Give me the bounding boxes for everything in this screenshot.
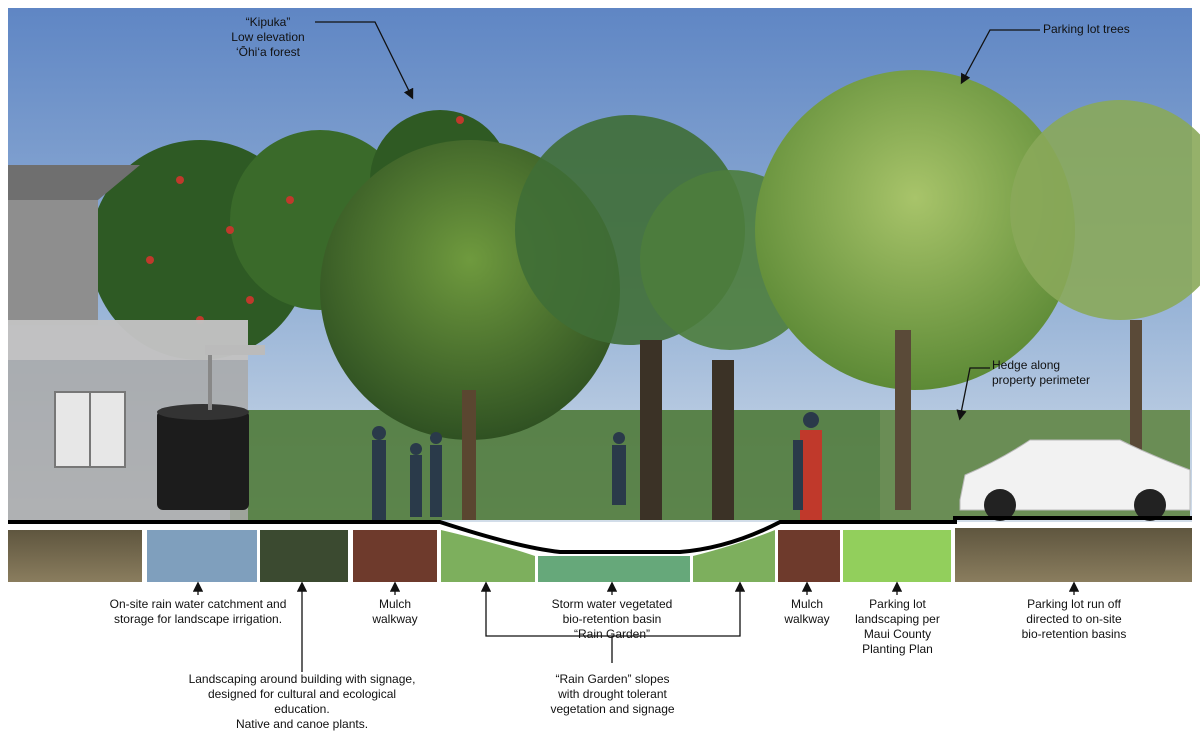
leader-lines: [192, 21, 1080, 672]
label-runoff: Parking lot run off directed to on-site …: [1021, 597, 1127, 641]
label-rain-catchment: On-site rain water catchment and storage…: [109, 597, 287, 626]
label-kipuka: “Kipuka” Low elevation ‘Ōhi‘a forest: [231, 15, 305, 59]
zone-building-landscape: [260, 530, 348, 582]
label-hedge: Hedge along property perimeter: [992, 358, 1091, 387]
soil-strip: [8, 528, 1192, 582]
rain-water-tank: [157, 345, 265, 510]
label-mulch-walkway-left: Mulch walkway: [372, 597, 418, 626]
label-parking-landscaping: Parking lot landscaping per Maui County …: [855, 597, 940, 656]
zone-slope-right: [693, 530, 775, 582]
zone-blocks: [147, 530, 951, 582]
rendering-photo: [8, 8, 1200, 522]
zone-basin: [538, 556, 690, 582]
parking-lot-trees: [755, 70, 1200, 510]
zone-slope-left: [441, 530, 535, 582]
label-storm-basin: Storm water vegetated bio-retention basi…: [551, 597, 673, 641]
zone-parking-landscape: [843, 530, 951, 582]
ground-section-line: [8, 516, 1192, 554]
zone-mulch-left: [353, 530, 437, 582]
label-rain-garden-slopes: “Rain Garden” slopes with drought tolera…: [550, 672, 675, 716]
people: [372, 412, 822, 520]
zone-rain-catchment: [147, 530, 257, 582]
parked-car: [959, 439, 1191, 521]
label-mulch-walkway-right: Mulch walkway: [784, 597, 830, 626]
label-parking-lot-trees: Parking lot trees: [1043, 22, 1130, 36]
zone-mulch-right: [778, 530, 840, 582]
label-landscaping-building: Landscaping around building with signage…: [188, 672, 416, 731]
